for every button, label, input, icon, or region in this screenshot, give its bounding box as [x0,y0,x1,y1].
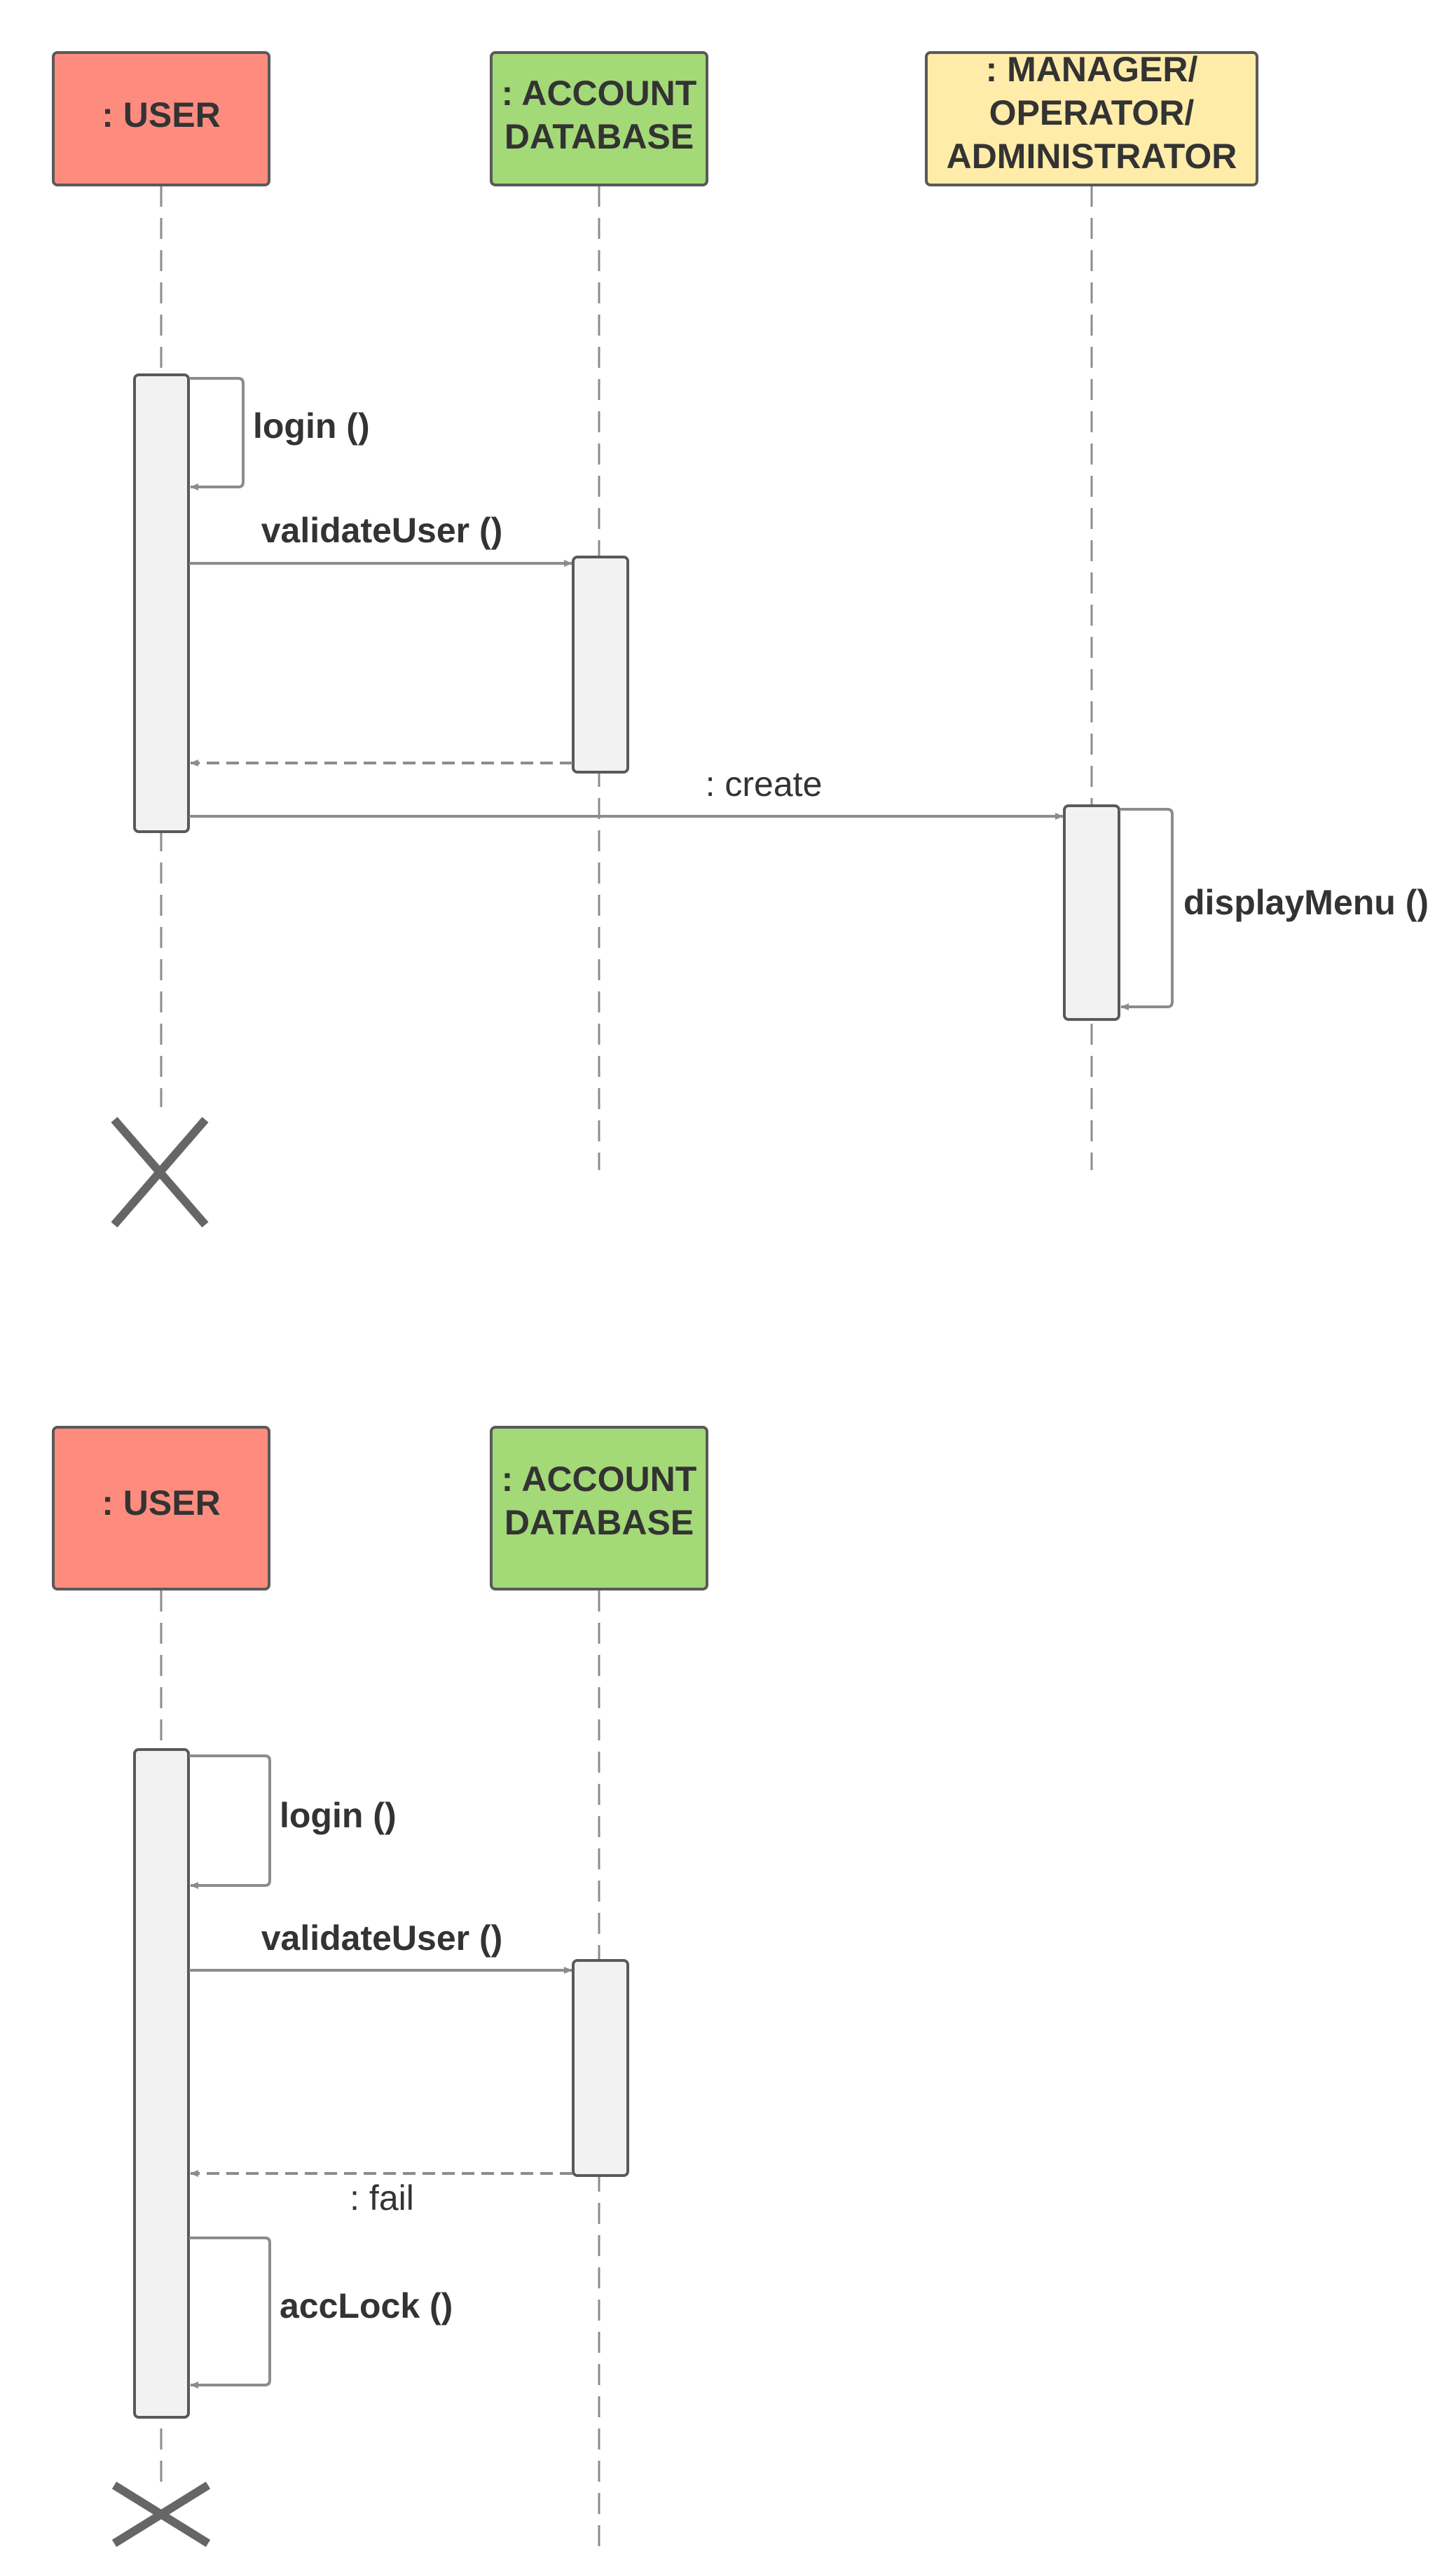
participant-label-line-1: : MANAGER/ [986,50,1198,89]
message-display-menu[interactable]: displayMenu () [1120,808,1429,1010]
participant-account-database[interactable]: : ACCOUNT DATABASE [490,51,708,186]
message-create[interactable]: : create [189,764,1064,820]
destroy-user-icon [111,1117,209,1228]
participant-label-line-2: OPERATOR/ [989,93,1195,132]
participant-manager[interactable]: : MANAGER/ OPERATOR/ ADMINISTRATOR [925,50,1258,186]
participant-label-line-1: : ACCOUNT [502,74,697,113]
message-label: validateUser () [261,1918,503,1958]
message-label: displayMenu () [1183,883,1429,922]
message-fail[interactable]: : fail [190,2170,572,2218]
message-login[interactable]: login () [189,1754,397,1889]
activation-manager [1063,804,1120,1021]
message-arrow [189,377,245,490]
message-label: : create [706,764,823,804]
activation-account-database [572,556,629,774]
participant-user[interactable]: : USER [52,51,270,186]
message-acc-lock[interactable]: accLock () [189,2237,453,2389]
participant-account-database[interactable]: : ACCOUNT DATABASE [490,1426,708,1590]
activation-account-database [572,1959,629,2177]
participant-label-line-3: ADMINISTRATOR [947,137,1237,176]
participant-box [52,1426,270,1590]
participant-label-line-1: : ACCOUNT [502,1459,697,1499]
participant-box [490,1426,708,1590]
participant-box [490,51,708,186]
diagram-success: : USER : ACCOUNT DATABASE : MANAGER/ OPE… [52,50,1429,1228]
participant-label-line-2: DATABASE [504,1503,694,1542]
message-validate-user[interactable]: validateUser () [189,511,572,567]
message-arrow [189,2237,271,2389]
participant-box [925,51,1258,186]
message-label: validateUser () [261,511,503,550]
activation-user [133,1748,190,2419]
message-label: : fail [350,2178,414,2218]
message-arrow [1120,808,1174,1010]
message-label: accLock () [280,2286,453,2325]
activation-user [133,373,190,833]
message-label: login () [280,1796,397,1835]
message-label: login () [253,406,370,446]
destroy-user-icon [111,2481,211,2548]
participant-label-line-2: DATABASE [504,117,694,156]
participant-user[interactable]: : USER [52,1426,270,1590]
message-login[interactable]: login () [189,377,370,490]
participant-label: : USER [102,95,220,135]
message-validate-user[interactable]: validateUser () [189,1918,572,1974]
message-arrow [189,1754,271,1889]
diagram-failure: : USER : ACCOUNT DATABASE login () valid… [52,1426,708,2549]
participant-label: : USER [102,1483,220,1523]
participant-box [52,51,270,186]
